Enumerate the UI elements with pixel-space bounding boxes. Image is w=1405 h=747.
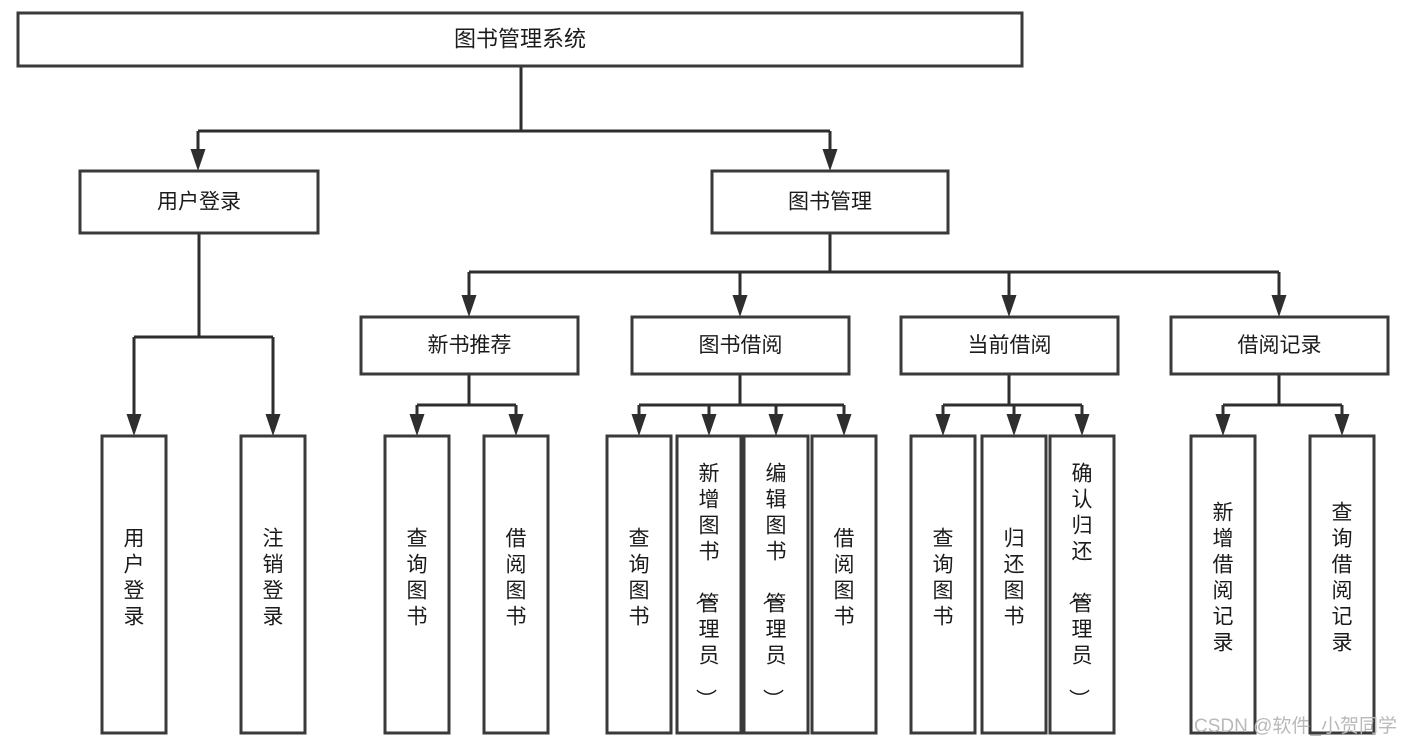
leaf-node-box bbox=[675, 434, 743, 735]
leaf-node-查询借阅记录[interactable]: 查询借阅记录 bbox=[1308, 434, 1376, 735]
level1-node-label: 用户登录 bbox=[157, 191, 241, 214]
connector-图书借阅-drop-1-arrowhead bbox=[701, 414, 717, 436]
connector-当前借阅-drop-1-arrowhead bbox=[1006, 414, 1022, 436]
leaf-node-label: 查询图书 bbox=[407, 528, 428, 629]
leaf-node-借阅图书[interactable]: 借阅图书 bbox=[482, 434, 550, 735]
leaf-node-编辑图书管理员[interactable]: 编辑图书（管理员） bbox=[742, 434, 810, 735]
level2-node-当前借阅[interactable]: 当前借阅 bbox=[899, 315, 1120, 376]
leaf-node-box bbox=[742, 434, 810, 735]
level1-node-图书管理[interactable]: 图书管理 bbox=[710, 169, 950, 235]
leaf-node-label: 确认归还（管理员） bbox=[1067, 463, 1093, 710]
leaf-node-box bbox=[383, 434, 451, 735]
level2-node-label: 图书借阅 bbox=[699, 334, 783, 357]
node-layer: 图书管理系统用户登录图书管理新书推荐图书借阅当前借阅借阅记录用户登录注销登录查询… bbox=[16, 11, 1390, 735]
leaf-node-label: 查询图书 bbox=[933, 528, 954, 629]
csdn-watermark: CSDN @软件_小贺同学 bbox=[1194, 715, 1397, 737]
connector-root-drop-1-arrowhead bbox=[822, 149, 838, 171]
leaf-node-box bbox=[239, 434, 307, 735]
level2-node-label: 借阅记录 bbox=[1238, 334, 1322, 357]
level1-node-label: 图书管理 bbox=[788, 191, 872, 214]
connector-新书推荐-drop-1-arrowhead bbox=[508, 414, 524, 436]
connector-manage-drop-1-arrowhead bbox=[732, 295, 748, 317]
connector-图书借阅-drop-0-arrowhead bbox=[631, 414, 647, 436]
leaf-node-label: 新增借阅记录 bbox=[1213, 502, 1234, 655]
connector-借阅记录-drop-1-arrowhead bbox=[1334, 414, 1350, 436]
level2-node-图书借阅[interactable]: 图书借阅 bbox=[630, 315, 851, 376]
level2-node-box bbox=[630, 315, 851, 376]
connector-login-drop-1-arrowhead bbox=[265, 414, 281, 436]
leaf-node-box bbox=[100, 434, 168, 735]
leaf-node-label: 新增图书（管理员） bbox=[694, 463, 720, 710]
level2-node-label: 当前借阅 bbox=[968, 334, 1052, 357]
leaf-node-box bbox=[605, 434, 673, 735]
connector-借阅记录-drop-0-arrowhead bbox=[1215, 414, 1231, 436]
level1-node-box bbox=[78, 169, 320, 235]
leaf-node-确认归还管理员[interactable]: 确认归还（管理员） bbox=[1048, 434, 1116, 735]
leaf-node-查询图书[interactable]: 查询图书 bbox=[383, 434, 451, 735]
level2-node-借阅记录[interactable]: 借阅记录 bbox=[1169, 315, 1390, 376]
leaf-node-label: 查询图书 bbox=[629, 528, 650, 629]
leaf-node-box bbox=[980, 434, 1048, 735]
level1-node-box bbox=[710, 169, 950, 235]
connector-图书借阅-drop-3-arrowhead bbox=[836, 414, 852, 436]
root-图书管理系统[interactable]: 图书管理系统 bbox=[16, 11, 1024, 68]
root-box bbox=[16, 11, 1024, 68]
leaf-node-label: 借阅图书 bbox=[506, 528, 527, 629]
leaf-node-label: 归还图书 bbox=[1004, 528, 1025, 629]
leaf-node-box bbox=[1308, 434, 1376, 735]
leaf-node-查询图书[interactable]: 查询图书 bbox=[909, 434, 977, 735]
level2-node-label: 新书推荐 bbox=[428, 334, 512, 357]
leaf-node-查询图书[interactable]: 查询图书 bbox=[605, 434, 673, 735]
leaf-node-box bbox=[909, 434, 977, 735]
connector-root-drop-0-arrowhead bbox=[190, 149, 206, 171]
connector-新书推荐-drop-0-arrowhead bbox=[409, 414, 425, 436]
watermark-layer: CSDN @软件_小贺同学 bbox=[1194, 715, 1397, 737]
leaf-node-借阅图书[interactable]: 借阅图书 bbox=[810, 434, 878, 735]
leaf-node-注销登录[interactable]: 注销登录 bbox=[239, 434, 307, 735]
connector-manage-drop-0-arrowhead bbox=[461, 295, 477, 317]
leaf-node-归还图书[interactable]: 归还图书 bbox=[980, 434, 1048, 735]
connector-当前借阅-drop-0-arrowhead bbox=[935, 414, 951, 436]
root-label: 图书管理系统 bbox=[454, 26, 586, 51]
level2-node-box bbox=[359, 315, 580, 376]
connector-manage-drop-2-arrowhead bbox=[1001, 295, 1017, 317]
leaf-node-box bbox=[482, 434, 550, 735]
connector-当前借阅-drop-2-arrowhead bbox=[1074, 414, 1090, 436]
connector-图书借阅-drop-2-arrowhead bbox=[768, 414, 784, 436]
leaf-node-label: 编辑图书（管理员） bbox=[761, 463, 787, 710]
leaf-node-box bbox=[810, 434, 878, 735]
leaf-node-box bbox=[1189, 434, 1257, 735]
leaf-node-label: 注销登录 bbox=[263, 528, 284, 629]
level2-node-box bbox=[1169, 315, 1390, 376]
leaf-node-label: 用户登录 bbox=[124, 528, 145, 629]
level2-node-box bbox=[899, 315, 1120, 376]
connector-layer bbox=[126, 66, 1350, 436]
leaf-node-label: 查询借阅记录 bbox=[1332, 502, 1353, 655]
leaf-node-box bbox=[1048, 434, 1116, 735]
level1-node-用户登录[interactable]: 用户登录 bbox=[78, 169, 320, 235]
leaf-node-新增借阅记录[interactable]: 新增借阅记录 bbox=[1189, 434, 1257, 735]
level2-node-新书推荐[interactable]: 新书推荐 bbox=[359, 315, 580, 376]
leaf-node-用户登录[interactable]: 用户登录 bbox=[100, 434, 168, 735]
connector-login-drop-0-arrowhead bbox=[126, 414, 142, 436]
connector-manage-drop-3-arrowhead bbox=[1271, 295, 1287, 317]
leaf-node-label: 借阅图书 bbox=[834, 528, 855, 629]
leaf-node-新增图书管理员[interactable]: 新增图书（管理员） bbox=[675, 434, 743, 735]
